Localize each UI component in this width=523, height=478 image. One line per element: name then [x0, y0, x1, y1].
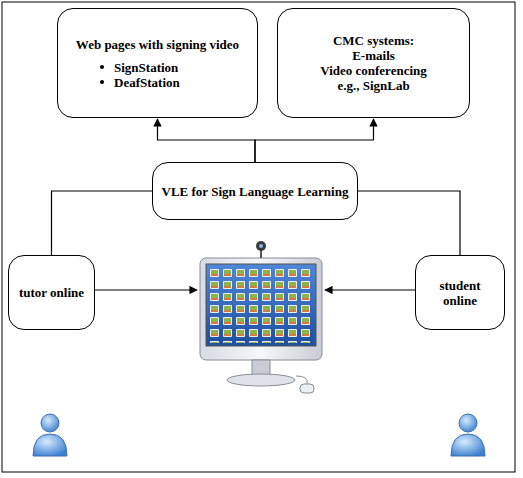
person-icon [451, 414, 485, 456]
box-heading: student online [424, 278, 496, 308]
box-text: Video conferencing [286, 63, 461, 78]
access-arrow [325, 289, 415, 290]
list-text: DeafStation [114, 75, 180, 90]
bullet [100, 80, 104, 84]
person-icon [33, 414, 67, 456]
computer-icon [200, 241, 322, 393]
list-item: DeafStation [66, 75, 249, 90]
access-arrow [95, 289, 197, 290]
list-text: SignStation [114, 60, 178, 75]
outer-frame [2, 2, 515, 472]
connector [158, 119, 256, 162]
box-heading: VLE for Sign Language Learning [161, 184, 349, 199]
list-item: SignStation [66, 60, 249, 75]
actor-box: student online [415, 255, 505, 330]
process-box: VLE for Sign Language Learning [152, 162, 358, 220]
connector [52, 191, 153, 255]
content-box: Web pages with signing videoSignStationD… [57, 8, 258, 118]
content-box: CMC systems:E-mailsVideo conferencinge.g… [277, 8, 470, 118]
box-heading: CMC systems: [286, 33, 461, 48]
connector [358, 191, 460, 255]
box-heading: Web pages with signing video [66, 37, 249, 52]
bullet [100, 65, 104, 69]
box-heading: tutor online [17, 285, 86, 300]
box-text: E-mails [286, 48, 461, 63]
actor-box: tutor online [8, 255, 95, 330]
box-text: e.g., SignLab [286, 78, 461, 93]
connector [255, 119, 374, 162]
